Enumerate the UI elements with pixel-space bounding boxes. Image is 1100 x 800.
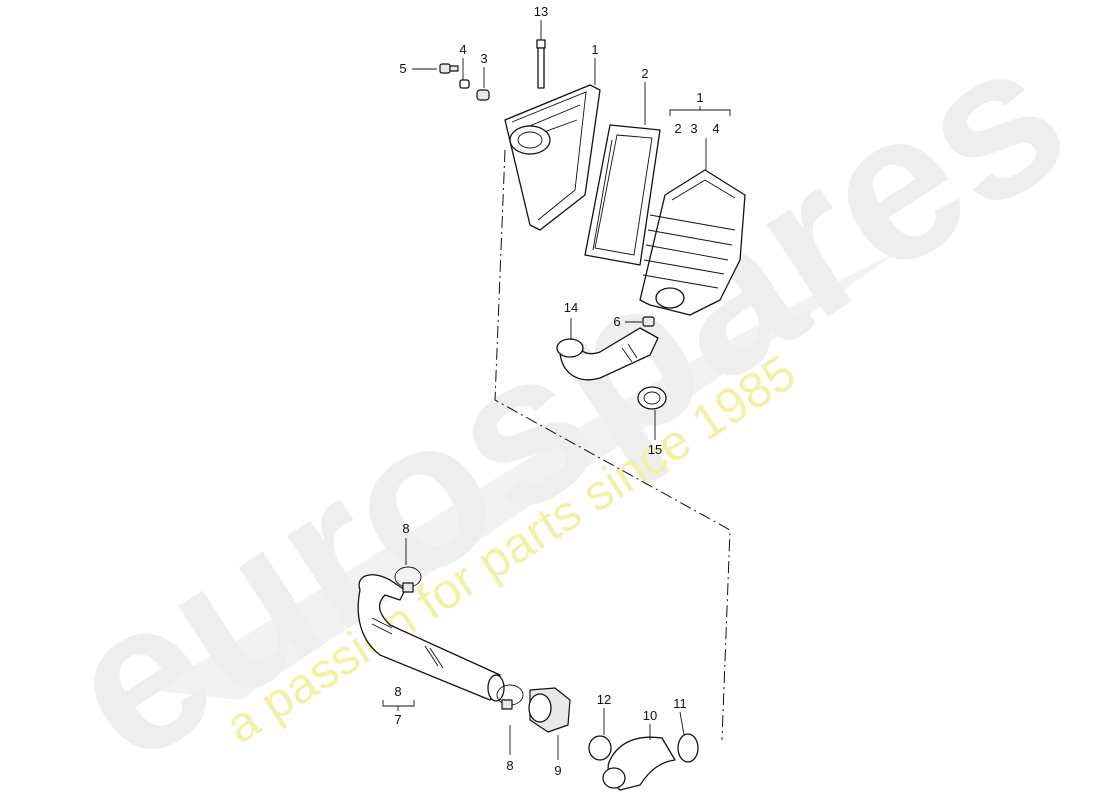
callout-kit-2: 2 [674, 121, 681, 136]
screw-5 [439, 63, 459, 74]
callout-8-top: 8 [402, 521, 409, 536]
callout-kit-4: 4 [712, 121, 719, 136]
spacer-4 [459, 79, 470, 89]
grommet-3 [476, 89, 490, 101]
callout-12: 12 [597, 692, 611, 707]
clamp-8-top [394, 566, 422, 593]
connection-line [494, 149, 731, 741]
callout-kit-3: 3 [690, 121, 697, 136]
callout-2: 2 [641, 66, 648, 81]
callout-7: 7 [394, 712, 401, 727]
callout-6: 6 [613, 314, 620, 329]
seal-12 [588, 735, 612, 761]
seal-15 [637, 386, 667, 410]
callout-kit-8: 8 [394, 684, 401, 699]
airbox-housing [639, 169, 746, 316]
callout-11: 11 [673, 696, 687, 711]
callout-3: 3 [480, 51, 487, 66]
airbox-lid [504, 84, 601, 231]
callout-9: 9 [554, 763, 561, 778]
callout-4: 4 [459, 42, 466, 57]
air-mass-meter-9 [528, 687, 571, 733]
callout-15: 15 [648, 442, 662, 457]
callout-5: 5 [399, 61, 406, 76]
seal-11 [677, 733, 699, 763]
callout-kit-1: 1 [696, 90, 703, 105]
intake-hose-14 [556, 327, 659, 381]
intake-duct-7 [357, 574, 505, 702]
bolt-13 [536, 39, 546, 89]
callout-13: 13 [534, 4, 548, 19]
fitting-6 [642, 316, 655, 327]
callout-1: 1 [591, 42, 598, 57]
filter-element [584, 124, 661, 266]
leader-lines [382, 20, 731, 760]
clamp-8-bottom [496, 684, 524, 710]
callouts: 13 1 5 4 3 2 1 2 3 4 14 6 15 8 8 7 8 9 1… [394, 4, 719, 778]
watermark-swoosh [150, 250, 900, 700]
callout-14: 14 [564, 300, 578, 315]
elbow-10 [602, 736, 676, 791]
callout-8-bottom: 8 [506, 758, 513, 773]
callout-10: 10 [643, 708, 657, 723]
